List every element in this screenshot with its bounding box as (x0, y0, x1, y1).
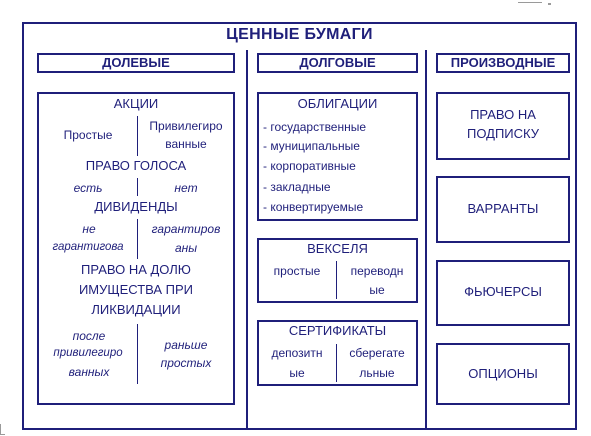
shares-liquidation-1: ПРАВО НА ДОЛЮ (81, 262, 191, 277)
bills-box (257, 238, 418, 303)
warrants-box (436, 176, 570, 243)
bonds-item-state: - государственные (263, 120, 367, 134)
bills-transferable-1: переводн (350, 264, 404, 278)
shares-liquidation-3: ЛИКВИДАЦИИ (91, 302, 181, 317)
shares-liq-before-1: раньше (164, 338, 208, 352)
bonds-item-mortgage: - закладные (263, 180, 331, 194)
bills-title: ВЕКСЕЛЯ (307, 241, 368, 256)
header-debt: ДОЛГОВЫЕ (257, 53, 418, 73)
futures-label: ФЬЮЧЕРСЫ (464, 284, 542, 299)
shares-liq-before-2: простых (160, 356, 212, 370)
shares-title: АКЦИИ (113, 96, 159, 111)
options-box (436, 343, 570, 405)
bills-transferable-2: ые (369, 283, 385, 297)
shares-type-separator (137, 116, 138, 156)
shares-dividends-title: ДИВИДЕНДЫ (94, 199, 178, 214)
corner-artifact-tick (548, 3, 551, 5)
certificates-savings-1: сберегате (349, 346, 405, 360)
shares-div-not-guaranteed-1: не (82, 222, 96, 236)
diagram-title: ЦЕННЫЕ БУМАГИ (226, 26, 373, 43)
certificates-separator (336, 344, 337, 382)
certificates-title: СЕРТИФИКАТЫ (288, 323, 387, 338)
shares-voting-separator (137, 178, 138, 196)
futures-box (436, 260, 570, 326)
shares-liquidation-2: ИМУЩЕСТВА ПРИ (78, 282, 194, 297)
shares-liq-after-3: ванных (68, 365, 110, 379)
shares-voting-no: нет (174, 181, 198, 195)
shares-div-guaranteed-2: аны (174, 241, 198, 255)
bonds-item-municipal: - муниципальные (263, 139, 360, 153)
shares-liq-separator (137, 324, 138, 384)
header-equity: ДОЛЕВЫЕ (37, 53, 235, 73)
bills-separator (336, 261, 337, 299)
shares-div-guaranteed-1: гарантиров (151, 222, 221, 236)
corner-artifact-line (518, 2, 542, 6)
shares-type-preferred-2: ванные (165, 137, 207, 151)
shares-voting-title: ПРАВО ГОЛОСА (85, 158, 187, 173)
rights-label-2: ПОДПИСКУ (466, 126, 540, 141)
column-divider-right (425, 50, 427, 430)
rights-label-1: ПРАВО НА (470, 107, 536, 122)
rights-box (436, 92, 570, 160)
certificates-savings-2: льные (359, 366, 395, 380)
warrants-label: ВАРРАНТЫ (467, 201, 539, 216)
shares-box (37, 92, 235, 405)
bills-promissory: простые (273, 264, 321, 278)
shares-type-common: Простые (63, 128, 113, 142)
corner-artifact-mark (0, 424, 5, 435)
bonds-title: ОБЛИГАЦИИ (297, 96, 378, 111)
certificates-box (257, 320, 418, 386)
shares-voting-yes: есть (73, 181, 103, 195)
shares-liq-after-1: после (72, 329, 106, 343)
shares-div-separator (137, 219, 138, 259)
certificates-deposit-1: депозитн (271, 346, 323, 360)
shares-type-preferred-1: Привилегиро (149, 119, 223, 133)
header-derivatives: ПРОИЗВОДНЫЕ (436, 53, 570, 73)
shares-liq-after-2: привилегиро (53, 347, 123, 359)
diagram-frame (22, 22, 577, 430)
bonds-box (257, 92, 418, 221)
column-divider-left (246, 50, 248, 430)
certificates-deposit-2: ые (289, 366, 305, 380)
bonds-item-corporate: - корпоративные (263, 159, 356, 173)
bonds-item-convertible: - конвертируемые (263, 200, 364, 214)
shares-div-not-guaranteed-2: гарантигова (52, 241, 124, 253)
options-label: ОПЦИОНЫ (468, 366, 538, 381)
